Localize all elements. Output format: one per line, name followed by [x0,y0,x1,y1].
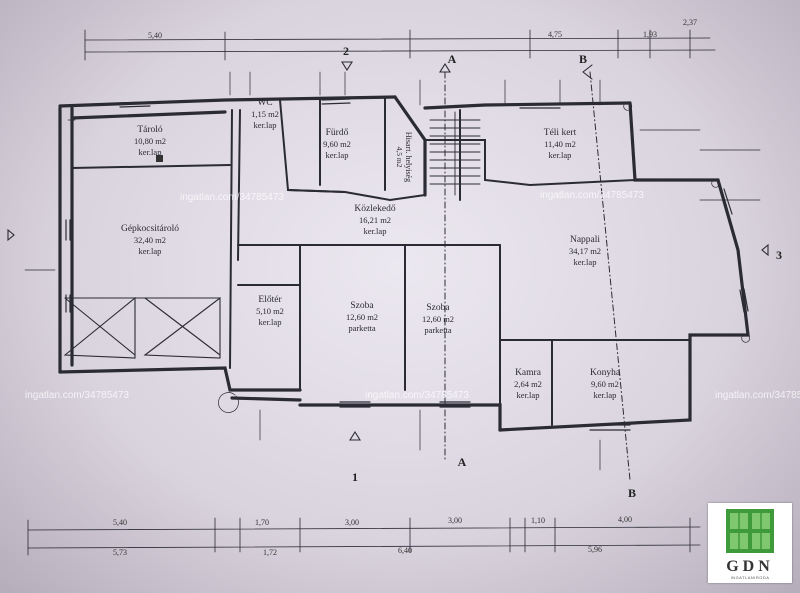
bottom-dimension: 1,72 [263,548,277,557]
room-area: 2,64 m2 [514,379,542,389]
room-floor: ker.lap [516,390,540,400]
interior-walls [71,96,691,426]
room-name: WC [257,98,273,108]
room-name: Közlekedő [354,204,396,214]
agency-logo: GDN INGATLANIRODA [708,503,792,583]
bottom-dimension-lines [27,517,701,556]
room-area: 4,5 m2 [395,146,404,168]
room-area: 9,60 m2 [591,379,619,389]
room-floor: ker.lap [325,150,349,160]
room-label-furdo: Fürdő 9,60 m2 ker.lap [323,128,351,161]
room-area: 32,40 m2 [133,235,167,245]
room-name: Kamra [515,368,541,378]
dimension-stubs [24,71,761,471]
bottom-dimension: 6,40 [398,546,412,555]
room-label-gepkocsitarolo: Gépkocsitároló 32,40 m2 ker.lap [121,224,179,257]
room-floor: ker.lap [593,390,617,400]
section-cut-lines [444,71,631,481]
room-floor: parketta [424,325,452,335]
room-label-teli-kert: Téli kert 11,40 m2 ker.lap [544,128,576,161]
top-dimension: 1,93 [643,30,657,39]
section-mark-3: 3 [776,248,782,262]
room-area: 9,60 m2 [323,139,351,149]
section-mark-2: 2 [343,44,349,58]
room-floor: ker.lap [138,246,162,256]
room-floor: ker.lap [363,226,387,236]
section-mark-a-bottom: A [457,455,467,469]
room-floor: parketta [348,323,376,333]
room-floor: ker.lap [138,147,162,157]
section-mark-1: 1 [352,470,358,484]
room-name: Hisart. helyiség [404,131,413,183]
room-name: Konyha [589,368,621,378]
room-label-konyha: Konyha 9,60 m2 ker.lap [590,368,620,401]
room-label-wc: WC 1,15 m2 ker.lap [251,98,279,131]
logo-subtitle: INGATLANIRODA [730,575,770,580]
watermark: ingatlan.com/34785473 [25,390,129,401]
room-name: Téli kert [543,128,577,138]
room-name: Fürdő [325,128,349,138]
bottom-dimension: 5,40 [113,518,127,527]
room-name: Szoba [426,303,450,313]
top-dimension: 2,37 [683,18,697,27]
watermark: ingatlan.com/34785473 [715,390,800,401]
bottom-dimension: 5,96 [588,545,602,554]
room-area: 12,60 m2 [421,314,455,324]
top-dimension-lines [84,29,716,61]
bottom-dimension: 4,00 [618,515,632,524]
top-dimension: 4,75 [548,30,562,39]
room-floor: ker.lap [573,257,597,267]
house-windows-icon [726,509,774,553]
room-area: 12,60 m2 [345,312,379,322]
room-label-kozlekedo: Közlekedő 16,21 m2 ker.lap [354,204,395,237]
room-area: 1,15 m2 [251,109,279,119]
bottom-dimension: 3,00 [345,518,359,527]
top-dimension: 5,40 [148,31,162,40]
drain-symbol [156,155,163,162]
room-floor: ker.lap [253,120,277,130]
room-floor: ker.lap [258,317,282,327]
room-label-eloter: Előtér 5,10 m2 ker.lap [256,295,284,328]
room-name: Szoba [350,301,374,311]
garage-doors [63,296,221,359]
room-area: 11,40 m2 [544,139,576,149]
watermark: ingatlan.com/34785473 [540,190,644,201]
logo-text: GDN [726,558,774,575]
room-name: Tároló [137,125,163,135]
room-name: Gépkocsitároló [120,224,180,234]
room-label-szoba-1: Szoba 12,60 m2 parketta [346,301,378,334]
bottom-dimension: 1,10 [531,516,545,525]
room-area: 16,21 m2 [358,215,392,225]
staircase [429,111,481,196]
room-area: 10,80 m2 [133,136,167,146]
room-floor: ker.lap [548,150,572,160]
watermark: ingatlan.com/34785473 [365,390,469,401]
windows [65,98,749,431]
watermark: ingatlan.com/34785473 [180,192,284,203]
room-area: 5,10 m2 [256,306,284,316]
room-name: Nappali [569,235,601,245]
section-mark-b-bottom: B [627,486,637,500]
bottom-dimension: 3,00 [448,516,462,525]
bottom-dimension: 5,73 [113,548,127,557]
room-name: Előtér [258,295,282,305]
room-label-szoba-2: Szoba 12,60 m2 parketta [422,303,454,336]
room-label-taroloo: Tároló 10,80 m2 ker.lap [134,125,166,158]
room-area: 34,17 m2 [568,246,602,256]
bottom-dimension: 1,70 [255,518,269,527]
room-label-hisart: Hisart. helyiség 4,5 m2 [395,132,413,182]
section-mark-b-top: B [578,52,588,66]
section-mark-a-top: A [447,52,457,66]
room-label-nappali: Nappali 34,17 m2 ker.lap [569,235,601,268]
room-label-kamra: Kamra 2,64 m2 ker.lap [514,368,542,401]
